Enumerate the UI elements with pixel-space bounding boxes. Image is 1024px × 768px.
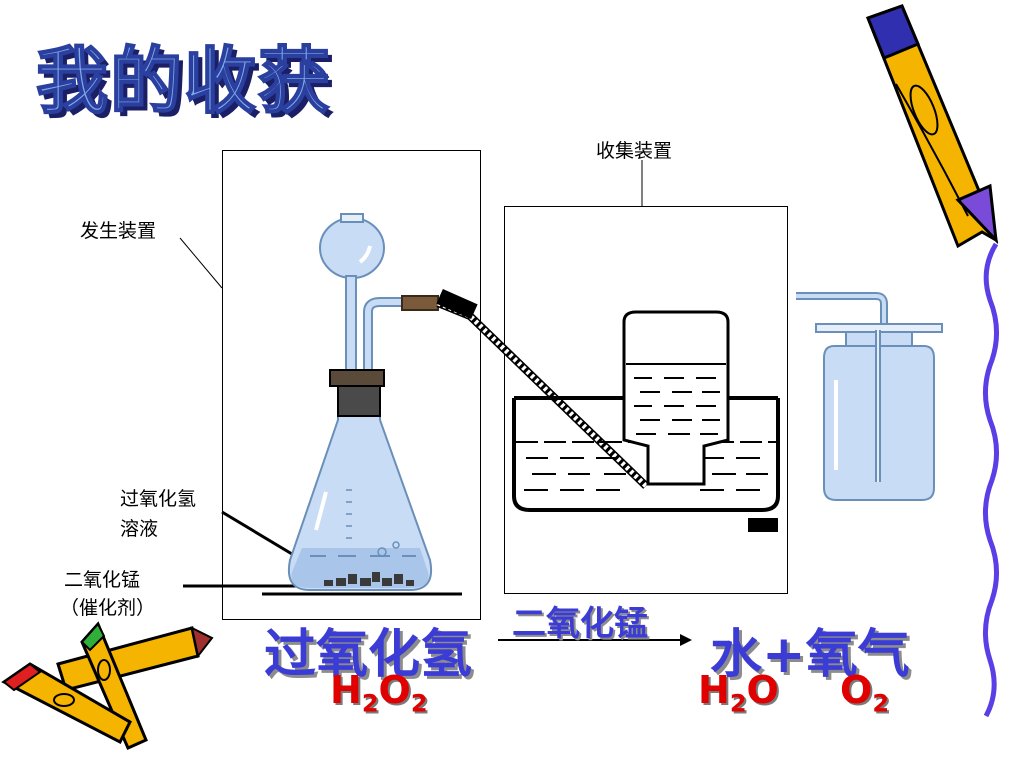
crayon-icon [1, 621, 214, 750]
catalyst-condition: 二氧化锰 [512, 604, 648, 644]
water-formula: H2O [698, 668, 779, 718]
collector-label: 收集装置 [596, 140, 673, 162]
pencil-icon [866, 4, 999, 249]
gas-washing-bottle [796, 292, 943, 501]
funnel-stopper [340, 213, 364, 223]
funnel-bulb [319, 217, 385, 279]
flask-apparatus [262, 213, 462, 596]
product-name: 水+氧气 [710, 625, 910, 685]
wavy-border-decoration [983, 242, 999, 718]
mno2-label-line2: （催化剂） [60, 597, 156, 619]
connecting-tube [436, 288, 649, 489]
generator-leader-line [179, 237, 223, 289]
page-title: 我的收获 [35, 38, 333, 124]
peroxide-label-line2: 溶液 [120, 518, 159, 540]
water-collection [512, 310, 780, 532]
reactant-name: 过氧化氢 [264, 625, 473, 685]
mno2-particles [324, 572, 414, 586]
peroxide-label-line1: 过氧化氢 [120, 488, 197, 510]
peroxide-leader-line [221, 510, 303, 562]
gas-collecting-bottle [622, 310, 730, 486]
black-block [748, 518, 778, 532]
reaction-arrow-head [680, 634, 692, 646]
flask-stopper [329, 369, 385, 387]
funnel-highlight [358, 245, 372, 264]
mno2-label-line1: 二氧化锰 [64, 569, 141, 591]
oxygen-formula: O2 [840, 668, 890, 718]
water-trough [512, 398, 780, 512]
erlenmeyer-flask [288, 385, 432, 591]
generator-label: 发生装置 [80, 220, 157, 242]
reactant-formula: H2O2 [330, 668, 428, 718]
rubber-tube [401, 295, 439, 311]
